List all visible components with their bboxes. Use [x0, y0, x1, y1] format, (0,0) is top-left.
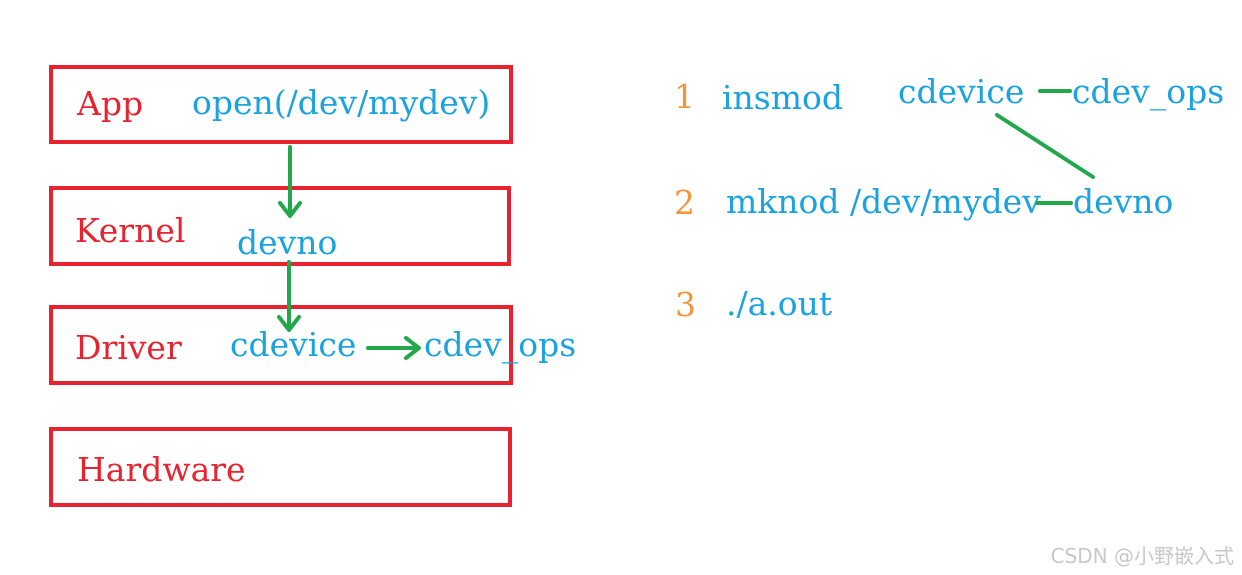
driver-layer-box [49, 305, 513, 385]
step-cdevice-label: cdevice [898, 72, 1025, 111]
app-layer-box [49, 65, 513, 144]
step-cdev-ops-label: cdev_ops [1072, 72, 1225, 111]
step-2-command: mknod /dev/mydev [726, 182, 1041, 221]
driver-cdev-ops-label: cdev_ops [424, 325, 577, 364]
step-1-command: insmod [722, 78, 844, 117]
kernel-layer-label: Kernel [75, 211, 186, 250]
step-3-number: 3 [675, 285, 696, 324]
step-devno-label: devno [1073, 182, 1174, 221]
kernel-devno-label: devno [237, 223, 338, 262]
hardware-layer-box [49, 427, 512, 507]
step-2-number: 2 [674, 183, 695, 222]
open-call-label: open(/dev/mydev) [192, 83, 491, 122]
app-layer-label: App [77, 84, 144, 123]
driver-layer-label: Driver [75, 328, 182, 367]
step-1-number: 1 [674, 77, 695, 116]
link-cdevice-devno [995, 113, 1095, 179]
hardware-layer-label: Hardware [77, 450, 246, 489]
step-3-command: ./a.out [726, 284, 833, 323]
driver-cdevice-label: cdevice [230, 325, 357, 364]
kernel-layer-box [49, 186, 511, 266]
csdn-watermark: CSDN @小野嵌入式 [1050, 544, 1234, 568]
